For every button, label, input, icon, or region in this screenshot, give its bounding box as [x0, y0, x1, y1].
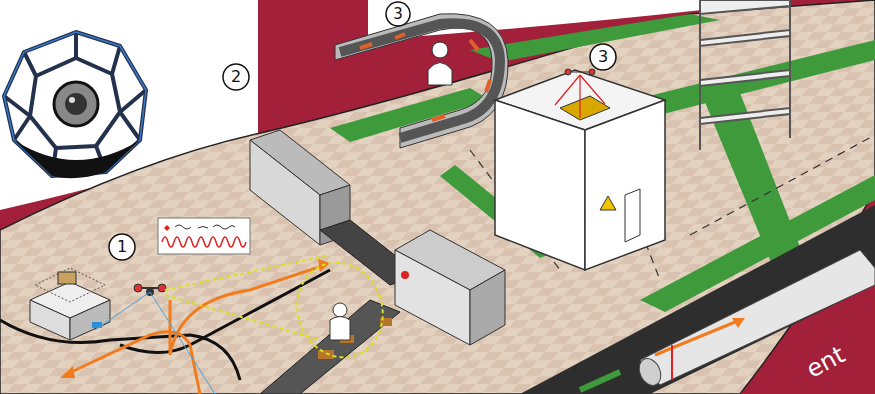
inspection-room — [495, 69, 665, 270]
robot-cart — [30, 268, 110, 340]
caged-drone — [2, 32, 150, 180]
shelf — [700, 0, 790, 150]
field-of-view — [165, 251, 396, 370]
callout-number: 1 — [117, 239, 127, 255]
drone — [95, 284, 215, 394]
signal-chart — [158, 218, 250, 254]
scanner — [260, 230, 505, 394]
border-band — [740, 290, 875, 394]
callout-number: 2 — [231, 69, 241, 85]
callout-number: 3 — [393, 7, 403, 22]
guide-line — [0, 270, 330, 380]
curved-conveyor — [335, 14, 508, 148]
callout-circle — [109, 2, 616, 260]
callout-number: 3 — [598, 49, 608, 65]
